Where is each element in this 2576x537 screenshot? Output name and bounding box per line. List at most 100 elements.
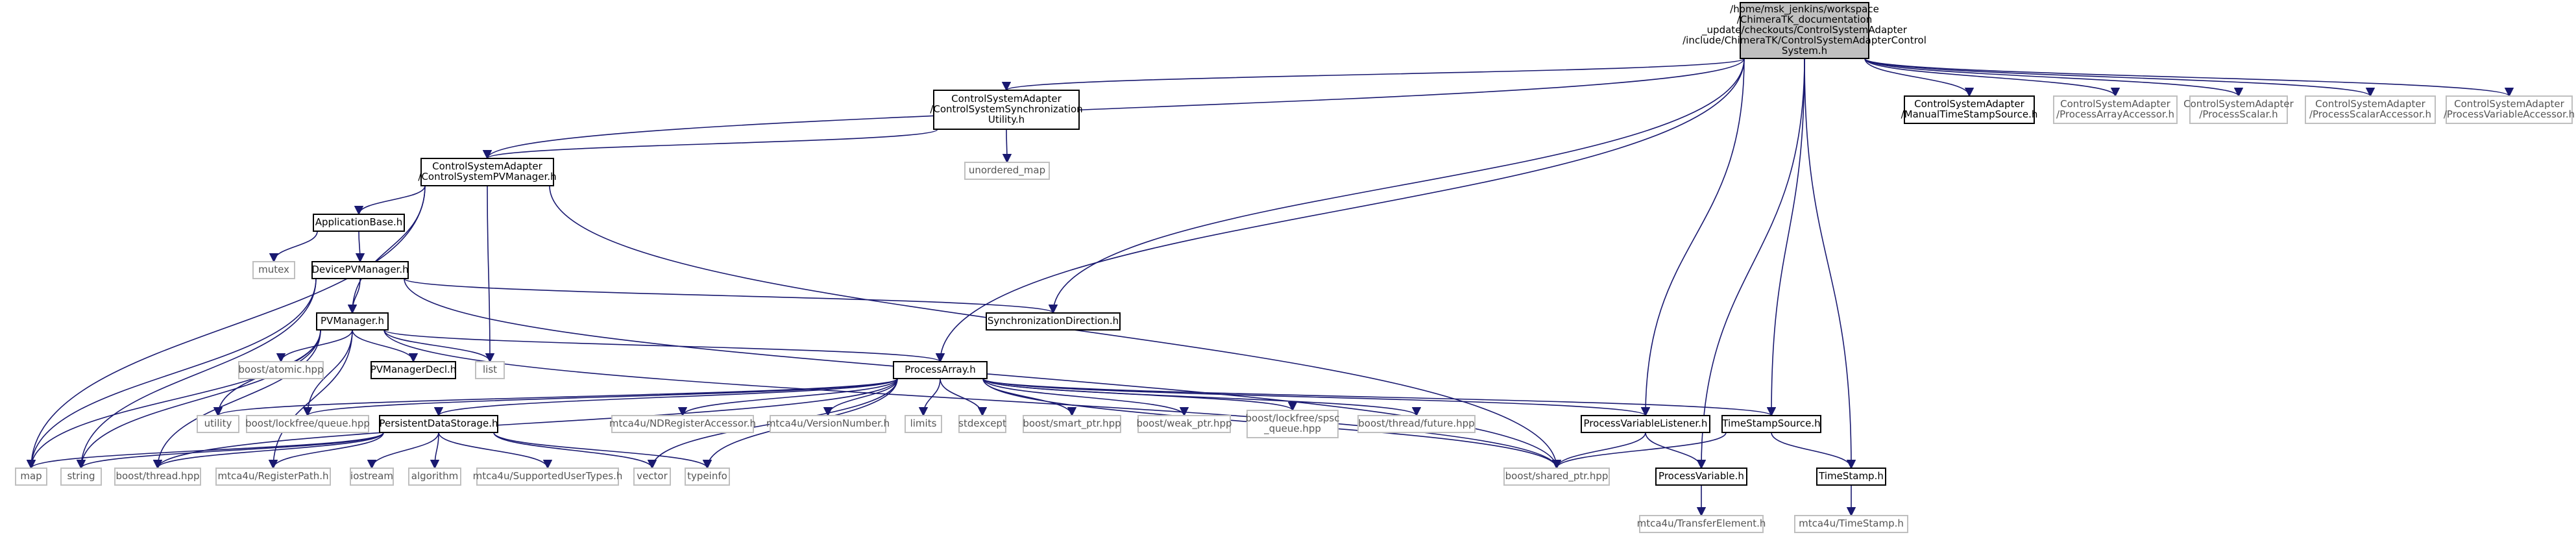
- node-supTypes: mtca4u/SupportedUserTypes.h: [473, 468, 623, 486]
- node-label-line: SynchronizationDirection.h: [988, 315, 1119, 327]
- edge-pvm-to-sharedPtr: [383, 329, 1561, 469]
- node-label-line: ControlSystemAdapter: [2060, 98, 2170, 110]
- edge-root-to-tsSource: [1766, 58, 1805, 417]
- node-label-line: boost/atomic.hpp: [238, 364, 323, 375]
- node-syncDir[interactable]: SynchronizationDirection.h: [986, 312, 1121, 331]
- node-label-line: _queue.hpp: [1263, 423, 1321, 435]
- node-label-line: /ManualTimeStampSource.h: [1901, 108, 2038, 120]
- edge-pds-to-regPath: [268, 432, 384, 469]
- node-label-line: /home/msk_jenkins/workspace: [1730, 3, 1879, 16]
- edge-pvm-to-string: [76, 329, 321, 469]
- node-label-line: Utility.h: [988, 114, 1025, 125]
- node-csSync[interactable]: ControlSystemAdapter/ControlSystemSynchr…: [930, 90, 1083, 130]
- edge-pvListener-to-pVar: [1645, 432, 1707, 469]
- node-label-line: /ProcessScalarAccessor.h: [2309, 108, 2431, 120]
- edge-root-to-pVar: [1696, 58, 1805, 469]
- node-label-line: mutex: [258, 264, 289, 275]
- node-label-line: ProcessArray.h: [905, 364, 975, 375]
- edge-devPVM-to-pvm: [347, 278, 361, 314]
- edge-tsSource-to-ts: [1771, 432, 1856, 469]
- node-tsSource[interactable]: TimeStampSource.h: [1721, 415, 1821, 433]
- edge-pvm-to-map: [26, 329, 321, 469]
- node-label-line: mtca4u/NDRegisterAccessor.h: [609, 418, 756, 429]
- edge-csPVM-to-pvm: [347, 185, 426, 314]
- node-label-line: ProcessVariableListener.h: [1584, 418, 1708, 429]
- edge-pvm-to-atomic: [276, 329, 353, 363]
- edge-root-to-ts: [1804, 58, 1856, 469]
- node-pvListener[interactable]: ProcessVariableListener.h: [1581, 415, 1710, 433]
- edge-csSync-to-csPVM: [483, 129, 938, 160]
- node-label-line: typeinfo: [687, 470, 727, 482]
- node-label-line: boost/weak_ptr.hpp: [1136, 418, 1232, 430]
- node-root[interactable]: /home/msk_jenkins/workspace/ChimeraTK_do…: [1683, 2, 1926, 59]
- node-label-line: /ControlSystemSynchronization: [930, 103, 1082, 115]
- edge-pds-to-algorithm: [430, 432, 440, 469]
- node-label-line: /ProcessScalar.h: [2199, 108, 2278, 120]
- node-label-line: mtca4u/SupportedUserTypes.h: [473, 470, 623, 482]
- node-pVar[interactable]: ProcessVariable.h: [1655, 468, 1747, 486]
- edge-pds-to-map: [27, 432, 384, 469]
- edge-csSync-to-unordered_map: [1002, 129, 1012, 164]
- node-label-line: limits: [910, 418, 937, 429]
- edge-pvm-to-pArray: [383, 329, 945, 363]
- edge-root-to-pArray: [935, 58, 1745, 363]
- node-verNum: mtca4u/VersionNumber.h: [766, 415, 890, 433]
- edge-pArray-to-pds: [434, 378, 898, 417]
- edge-root-to-csSync: [1002, 58, 1745, 92]
- node-appBase[interactable]: ApplicationBase.h: [313, 214, 405, 232]
- node-pvm[interactable]: PVManager.h: [316, 312, 389, 331]
- node-label-line: /ControlSystemPVManager.h: [418, 171, 556, 182]
- node-label-line: TimeStamp.h: [1818, 470, 1884, 482]
- node-psAcc: ControlSystemAdapter/ProcessScalarAccess…: [2305, 95, 2436, 124]
- node-label-line: list: [483, 364, 497, 375]
- node-vector: vector: [633, 468, 671, 486]
- edge-pds-to-string: [77, 432, 384, 469]
- edge-pvm-to-thread: [152, 329, 321, 469]
- edge-root-to-paAcc: [1864, 58, 2120, 97]
- node-label-line: /ChimeraTK_documentation: [1737, 14, 1873, 26]
- edge-root-to-pScalar: [1864, 58, 2243, 97]
- edge-pArray-to-ndReg: [677, 378, 898, 417]
- node-label-line: string: [67, 470, 95, 482]
- node-ts[interactable]: TimeStamp.h: [1816, 468, 1886, 486]
- edge-root-to-psAcc: [1864, 58, 2375, 97]
- node-label-line: stdexcept: [958, 418, 1006, 429]
- node-label-line: unordered_map: [969, 164, 1045, 177]
- node-csPVM[interactable]: ControlSystemAdapter/ControlSystemPVMana…: [418, 158, 557, 186]
- node-label-line: ApplicationBase.h: [315, 216, 403, 228]
- node-smartPtr: boost/smart_ptr.hpp: [1023, 415, 1121, 433]
- node-label-line: mtca4u/TransferElement.h: [1637, 518, 1766, 529]
- node-pds[interactable]: PersistentDataStorage.h: [379, 415, 498, 433]
- node-algorithm: algorithm: [408, 468, 461, 486]
- node-label-line: PersistentDataStorage.h: [380, 418, 498, 429]
- edge-pArray-to-weakPtr: [982, 378, 1189, 417]
- edge-pds-to-thread: [152, 432, 384, 469]
- node-label-line: DevicePVManager.h: [311, 264, 408, 275]
- node-label-line: map: [20, 470, 42, 482]
- node-pArray[interactable]: ProcessArray.h: [893, 361, 988, 379]
- node-lfQueue: boost/lockfree/queue.hpp: [245, 415, 370, 433]
- node-label-line: boost/thread/future.hpp: [1358, 418, 1474, 429]
- node-label-line: ControlSystemAdapter: [432, 160, 542, 172]
- edge-root-to-csPVM: [483, 58, 1745, 160]
- edge-root-to-pvAcc: [1864, 58, 2514, 97]
- edge-tsSource-to-sharedPtr: [1551, 432, 1727, 469]
- edge-pds-to-supTypes: [438, 432, 553, 469]
- edge-pArray-to-limits: [918, 378, 941, 417]
- node-label-line: mtca4u/VersionNumber.h: [766, 418, 890, 429]
- node-label-line: iostream: [350, 470, 393, 482]
- node-label-line: algorithm: [411, 470, 458, 482]
- node-string: string: [60, 468, 102, 486]
- edge-pvListener-to-sharedPtr: [1551, 432, 1646, 469]
- node-label-line: boost/shared_ptr.hpp: [1505, 470, 1609, 482]
- node-pvmDecl[interactable]: PVManagerDecl.h: [371, 361, 457, 379]
- edge-pds-to-typeinfo: [493, 432, 712, 469]
- edge-root-to-pvListener: [1640, 58, 1745, 417]
- edge-appBase-to-mutex: [269, 231, 318, 263]
- node-manualTS[interactable]: ControlSystemAdapter/ManualTimeStampSour…: [1901, 95, 2038, 124]
- node-label-line: boost/thread.hpp: [115, 470, 199, 482]
- node-label-line: vector: [637, 470, 668, 482]
- node-label-line: ProcessVariable.h: [1659, 470, 1744, 482]
- node-devPVM[interactable]: DevicePVManager.h: [311, 261, 409, 279]
- node-spsc: boost/lockfree/spsc_queue.hpp: [1246, 410, 1339, 438]
